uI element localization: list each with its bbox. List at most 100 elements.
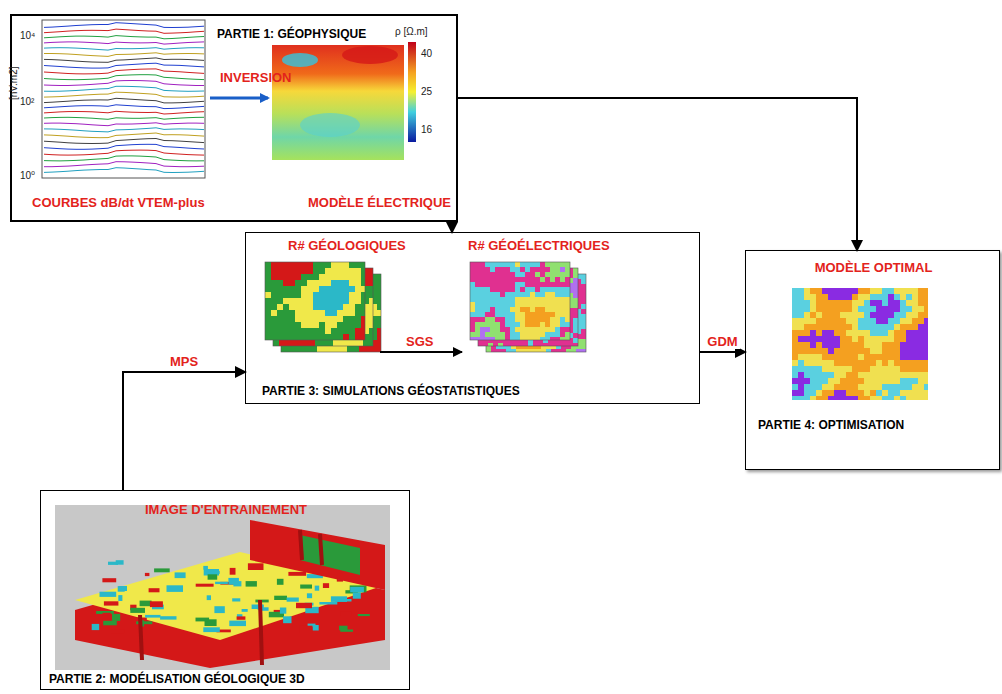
texture-cell [505, 297, 510, 302]
decay-curves [44, 23, 204, 173]
texture-cell [325, 262, 331, 268]
texture-cell [271, 322, 277, 328]
texture-cell [307, 268, 313, 274]
texture-cell [876, 324, 882, 330]
texture-cell [343, 328, 349, 334]
texture-cell [792, 330, 798, 336]
texture-cell [876, 318, 882, 324]
texture-cell [265, 268, 271, 274]
texture-cell [337, 298, 343, 304]
texture-cell [355, 334, 361, 340]
texture-cell [485, 282, 490, 287]
texture-cell [573, 333, 578, 338]
texture-cell [894, 354, 900, 360]
texture-cell [864, 288, 870, 294]
texture-cell [475, 322, 480, 327]
texture-cell [804, 300, 810, 306]
texture-cell [490, 307, 495, 312]
texture-cell [369, 310, 373, 316]
texture-cell [510, 277, 515, 282]
texture-cell [500, 327, 505, 332]
texture-cell [540, 317, 545, 322]
texture-cell [337, 316, 343, 322]
texture-cell [511, 349, 516, 352]
texture-cell [870, 324, 876, 330]
texture-cell [369, 340, 373, 346]
texture-cell [349, 316, 355, 322]
texture-cell [535, 322, 540, 327]
texture-cell [870, 366, 876, 372]
texture-cell [545, 302, 550, 307]
texture-cell [888, 348, 894, 354]
texture-cell [810, 372, 816, 378]
decay-curve [44, 123, 204, 126]
texture-cell [505, 292, 510, 297]
texture-cell [495, 322, 500, 327]
texture-cell [560, 262, 565, 267]
texture-cell [828, 354, 834, 360]
texture-cell [906, 336, 912, 342]
texture-cell [520, 322, 525, 327]
texture-cell [565, 302, 570, 307]
texture-cell [530, 312, 535, 317]
texture-cell [470, 312, 475, 317]
texture-cell [495, 262, 500, 267]
texture-cell [560, 277, 565, 282]
texture-cell [271, 286, 277, 292]
texture-cell [581, 279, 586, 284]
texture-cell [307, 292, 313, 298]
texture-cell [500, 267, 505, 272]
texture-cell [343, 316, 349, 322]
texture-cell [924, 360, 928, 366]
decay-curve [44, 156, 204, 161]
texture-cell [265, 316, 271, 322]
texture-cell [900, 288, 906, 294]
texture-cell [834, 318, 840, 324]
texture-cell [313, 274, 319, 280]
texture-cell [325, 322, 331, 328]
texture-cell [882, 300, 888, 306]
texture-cell [834, 300, 840, 306]
texture-cell [510, 267, 515, 272]
texture-cell [470, 332, 475, 337]
texture-cell [804, 342, 810, 348]
texture-cell [822, 354, 828, 360]
texture-cell [828, 300, 834, 306]
texture-cell [561, 349, 566, 352]
texture-cell [361, 280, 365, 286]
texture-cell [924, 318, 928, 324]
texture-cell [852, 366, 858, 372]
texture-cell [495, 292, 500, 297]
texture-cell [852, 312, 858, 318]
texture-cell [349, 268, 355, 274]
texture-cell [490, 292, 495, 297]
texture-cell [894, 336, 900, 342]
texture-cell [265, 298, 271, 304]
texture-cell [485, 337, 490, 340]
texture-cell [265, 334, 271, 340]
texture-cell [355, 298, 361, 304]
texture-cell [918, 300, 924, 306]
texture-cell [555, 327, 560, 332]
texture-cell [525, 322, 530, 327]
texture-cell [528, 343, 533, 346]
texture-cell [307, 328, 313, 334]
texture-cell [545, 337, 550, 340]
decay-curve [44, 150, 204, 155]
texture-cell [540, 287, 545, 292]
texture-cell [331, 304, 337, 310]
texture-cell [535, 327, 540, 332]
decay-curve [44, 133, 204, 138]
texture-cell [331, 298, 337, 304]
decay-curve [44, 48, 204, 50]
texture-cell [798, 372, 804, 378]
texture-cell [339, 340, 345, 346]
texture-cell [798, 306, 804, 312]
texture-cell [918, 342, 924, 348]
texture-cell [371, 346, 377, 352]
texture-cell [277, 292, 283, 298]
texture-cell [299, 346, 305, 352]
texture-cell [550, 297, 555, 302]
texture-cell [361, 334, 365, 340]
texture-cell [289, 292, 295, 298]
